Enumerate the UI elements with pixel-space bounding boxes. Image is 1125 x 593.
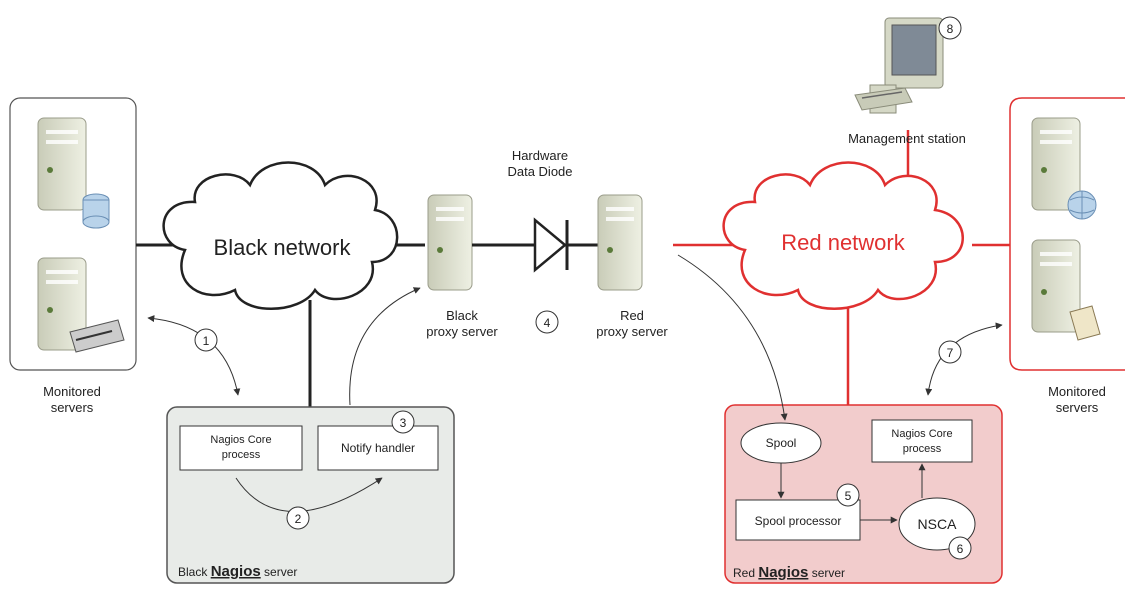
database-server-icon — [37, 117, 110, 229]
step-marker-1: 1 — [194, 328, 218, 352]
black-proxy-label-line1: Black — [446, 308, 478, 323]
step-marker-3: 3 — [391, 410, 415, 434]
monitored-right-label-line1: Monitored — [1048, 384, 1106, 399]
red-network-cloud — [722, 161, 964, 310]
svg-text:4: 4 — [544, 316, 551, 330]
black-core-process-line1: Nagios Core — [210, 434, 271, 446]
svg-text:1: 1 — [203, 334, 210, 348]
notify-handler-box — [317, 425, 439, 471]
red-core-process-line2: process — [903, 443, 942, 455]
svg-text:2: 2 — [295, 512, 302, 526]
spool-label: Spool — [766, 436, 797, 450]
file-server-icon — [1031, 239, 1101, 341]
red-network-label: Red network — [781, 230, 906, 255]
hardware-diode-label-line2: Data Diode — [507, 164, 572, 179]
step-marker-6: 6 — [948, 536, 972, 560]
management-workstation-icon — [854, 17, 944, 114]
step-marker-2: 2 — [286, 506, 310, 530]
red-proxy-label-line2: proxy server — [596, 324, 668, 339]
arrow-red-proxy-to-spool — [677, 254, 788, 421]
black-network-label: Black network — [214, 235, 352, 260]
step-marker-4: 4 — [535, 310, 559, 334]
svg-text:6: 6 — [957, 542, 964, 556]
step-marker-8: 8 — [938, 16, 962, 40]
red-server-caption: Red Nagios server — [733, 564, 845, 581]
black-network-cloud — [162, 161, 399, 310]
arrow-monitor-right-servers — [925, 322, 1003, 396]
spool-processor-label: Spool processor — [755, 514, 842, 528]
nsca-label: NSCA — [918, 516, 958, 532]
web-server-icon — [1031, 117, 1097, 220]
svg-text:8: 8 — [947, 22, 954, 36]
data-diode-icon — [533, 217, 569, 273]
svg-text:7: 7 — [947, 346, 954, 360]
arrow-monitor-left-servers — [147, 315, 241, 396]
hardware-diode-label-line1: Hardware — [512, 148, 568, 163]
black-server-caption: Black Nagios server — [178, 563, 297, 580]
svg-text:3: 3 — [400, 416, 407, 430]
black-proxy-label-line2: proxy server — [426, 324, 498, 339]
black-proxy-server-icon — [427, 194, 473, 291]
red-core-process-box — [871, 419, 973, 463]
step-marker-5: 5 — [836, 483, 860, 507]
spool-processor-box — [735, 499, 861, 541]
nsca-node — [898, 497, 976, 551]
red-core-process-line1: Nagios Core — [891, 428, 952, 440]
management-station-label: Management station — [848, 131, 966, 146]
arrow-notify-to-black-proxy — [349, 287, 421, 406]
step-marker-7: 7 — [938, 340, 962, 364]
notify-handler-label: Notify handler — [341, 441, 415, 455]
monitored-right-label-line2: servers — [1056, 400, 1099, 415]
red-proxy-server-icon — [597, 194, 643, 291]
print-server-icon — [37, 257, 125, 353]
black-core-process-box — [179, 425, 303, 471]
monitored-left-label-line1: Monitored — [43, 384, 101, 399]
black-core-process-line2: process — [222, 449, 261, 461]
monitored-left-label-line2: servers — [51, 400, 94, 415]
svg-text:5: 5 — [845, 489, 852, 503]
red-proxy-label-line1: Red — [620, 308, 644, 323]
